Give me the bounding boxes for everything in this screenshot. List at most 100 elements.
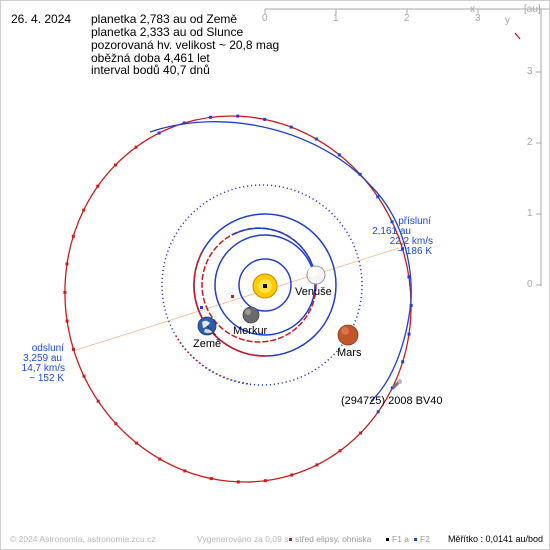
mercury <box>242 306 260 324</box>
asteroid-position-dot <box>72 347 75 351</box>
legend-f2: F2 <box>414 534 430 544</box>
apsis-line <box>75 247 400 351</box>
info-line-magnitude: pozorovaná hv. velikost ~ 20,8 mag <box>91 38 280 52</box>
asteroid-position-dot <box>209 115 213 119</box>
info-line-interval: interval bodů 40,7 dnů <box>91 63 210 77</box>
y-tick-3: 3 <box>527 66 533 77</box>
asteroid-position-dot <box>82 208 86 212</box>
asteroid-position-dot <box>315 463 319 467</box>
asteroid-label: (294725) 2008 BV40 <box>341 395 443 407</box>
x-axis-label: x <box>470 4 475 15</box>
asteroid-position-dot <box>263 479 267 483</box>
venus-orbit <box>214 234 316 336</box>
asteroid-position-dot <box>390 220 394 224</box>
asteroid-position-dot <box>359 431 363 435</box>
asteroid-position-dot <box>82 374 86 378</box>
asteroid-position-dot <box>401 247 404 251</box>
mercury-orbit <box>238 258 292 312</box>
asteroid-position-dot <box>358 172 362 176</box>
info-line-period: oběžná doba 4,461 let <box>91 51 210 65</box>
mars-orbit-upper <box>231 227 317 286</box>
asteroid-marker <box>391 378 403 390</box>
mercury-label: Merkur <box>233 325 268 337</box>
asteroid-position-dot <box>65 319 69 323</box>
earth-connector <box>206 325 217 336</box>
sun <box>252 273 278 299</box>
asteroid-position-dot <box>183 469 187 473</box>
asteroid-position-dot <box>65 262 69 266</box>
aphelion-title: odsluní <box>31 343 64 354</box>
asteroid-position-dot <box>236 480 240 484</box>
asteroid-position-dot <box>182 121 186 125</box>
info-line-distance-earth: planetka 2,783 au od Země <box>91 12 238 26</box>
asteroid-position-dot <box>236 114 240 118</box>
asteroid-position-dot <box>376 410 380 414</box>
legend-f1-text: F1 a <box>392 534 410 544</box>
y-tick-0: 0 <box>527 279 533 290</box>
legend-black-dot <box>386 538 389 542</box>
perihelion-temp: ~ 186 K <box>397 246 432 257</box>
earth-label: Země <box>193 338 222 350</box>
asteroid-position-dot <box>158 457 162 461</box>
scale-label: Měřítko : 0,0141 au/bod <box>447 534 543 544</box>
right-axis <box>536 9 542 286</box>
asteroid-position-dot <box>289 125 293 129</box>
asteroid-position-dots <box>63 114 413 484</box>
legend-f2-text: F2 <box>420 534 430 544</box>
outer-dotted-orbit <box>161 184 363 386</box>
perihelion-title: přísluní <box>398 216 431 227</box>
asteroid-position-dot <box>209 477 213 481</box>
asteroid-orbit-blue <box>149 121 412 402</box>
asteroid-position-dot <box>290 473 294 477</box>
asteroid-position-dot <box>157 131 161 135</box>
legend-ellipse-center: střed elipsy, ohniska <box>289 534 371 544</box>
corner-marker <box>514 32 521 40</box>
asteroid-position-dot <box>409 304 413 307</box>
x-tick-0: 0 <box>262 13 268 24</box>
x-tick-1: 1 <box>333 13 339 24</box>
x-tick-2: 2 <box>404 13 410 24</box>
venus-label: Venuše <box>295 286 332 298</box>
aphelion-distance: 3,259 au <box>23 353 62 364</box>
mars-label: Mars <box>337 347 362 359</box>
y-tick-2: 2 <box>527 137 533 148</box>
asteroid-position-dot <box>263 117 267 121</box>
ellipse-center-marker <box>231 295 234 298</box>
asteroid-position-dot <box>376 195 380 199</box>
asteroid-position-dot <box>390 386 394 390</box>
asteroid-position-dot <box>407 332 411 336</box>
asteroid-position-dot <box>407 275 411 279</box>
asteroid-position-dot <box>96 184 100 188</box>
y-tick-1: 1 <box>527 208 533 219</box>
asteroid-position-dot <box>114 422 118 426</box>
asteroid-position-dot <box>96 399 100 403</box>
asteroid-position-dot <box>113 163 117 167</box>
aphelion-temp: ~ 152 K <box>29 373 64 384</box>
legend-f1: F1 a <box>386 534 409 544</box>
mars <box>337 324 359 346</box>
asteroid-position-dot <box>338 449 342 453</box>
x-tick-3: 3 <box>475 13 481 24</box>
legend-blue-dot <box>414 538 417 542</box>
perihelion-distance: 2,161 au <box>372 226 411 237</box>
axis-unit: [au] <box>524 4 541 15</box>
legend-center-text: střed elipsy, ohniska <box>295 534 372 544</box>
asteroid-position-dot <box>314 137 318 141</box>
asteroid-position-dot <box>401 360 405 364</box>
asteroid-position-dot <box>63 291 67 294</box>
legend-red-dot <box>289 538 292 542</box>
earth-marker <box>200 306 203 309</box>
info-line-distance-sun: planetka 2,333 au od Slunce <box>91 25 244 39</box>
generated-time: Vygenerováno za 0,09 s <box>197 534 289 544</box>
asteroid-position-dot <box>135 441 139 445</box>
asteroid-position-dot <box>337 153 341 157</box>
asteroid-position-dot <box>134 145 138 149</box>
top-axis <box>264 8 549 14</box>
aphelion-speed: 14,7 km/s <box>21 363 65 374</box>
asteroid-position-dot <box>71 234 75 238</box>
date-label: 26. 4. 2024 <box>11 12 72 26</box>
y-axis-label: y <box>505 15 510 26</box>
copyright-link[interactable]: © 2024 Astronomia, astronomia.zcu.cz <box>10 534 156 544</box>
